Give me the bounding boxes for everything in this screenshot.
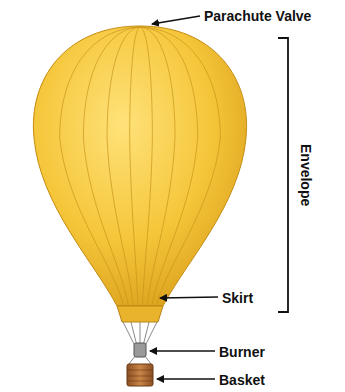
gore-seam — [60, 27, 140, 306]
part-label: Basket — [219, 373, 265, 387]
basket-shape — [127, 364, 153, 386]
ropes — [123, 322, 157, 364]
envelope-gores — [60, 27, 221, 306]
envelope-shape — [33, 26, 246, 306]
gore-seam — [140, 27, 198, 306]
gore-seam — [140, 27, 152, 306]
gore-seam — [107, 27, 140, 306]
burner-shape — [134, 343, 146, 357]
gore-seam — [83, 27, 140, 306]
basket-weave — [127, 370, 153, 381]
gore-seam — [130, 27, 140, 306]
leader-lines — [150, 16, 218, 379]
gore-seam — [140, 27, 220, 306]
envelope-bracket — [278, 38, 288, 312]
part-label: Burner — [219, 345, 265, 359]
skirt-shape — [117, 306, 163, 322]
part-label: Skirt — [222, 291, 253, 305]
gore-seam — [140, 27, 175, 306]
part-label: Parachute Valve — [204, 9, 311, 23]
part-label: Envelope — [299, 144, 313, 206]
